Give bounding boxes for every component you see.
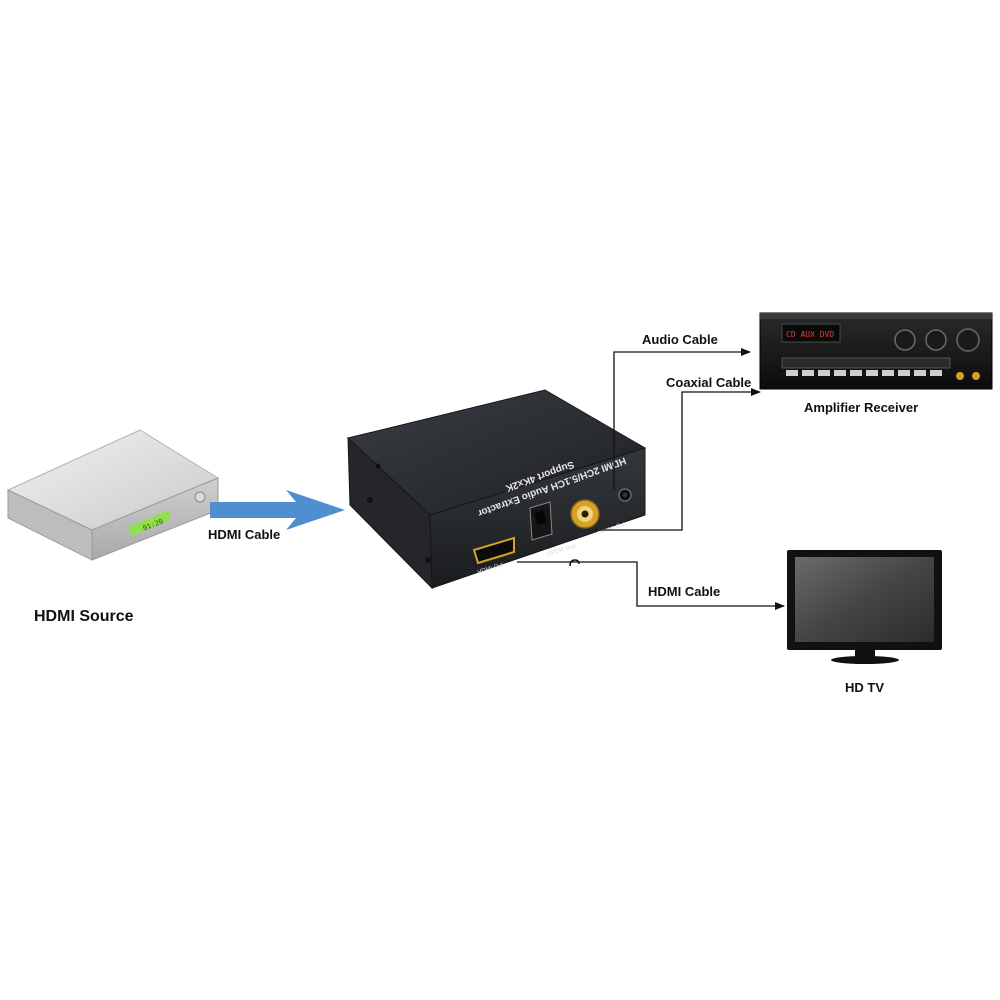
receiver-knob-icon — [894, 328, 980, 352]
hdmi-source-label: HDMI Source — [34, 608, 134, 625]
screw-icon — [367, 497, 373, 503]
amplifier-receiver-label: Amplifier Receiver — [804, 400, 919, 415]
receiver-display-text: CD AUX DVD — [786, 330, 834, 339]
audio-extractor-device: HDMI 2CH/5.1CH Audio Extractor Support 4… — [346, 389, 647, 590]
hdmi-output-cable-line — [517, 561, 785, 610]
receiver-display — [781, 323, 841, 343]
hd-tv-device — [787, 550, 942, 664]
tv-screen — [795, 557, 934, 642]
coaxial-cable-line — [595, 388, 761, 531]
stereo-out-jack — [618, 488, 632, 502]
hd-tv-label: HD TV — [845, 680, 884, 695]
hdmi-out-port — [472, 536, 515, 565]
screw-icon — [375, 463, 381, 469]
coaxial-rca-port — [570, 499, 600, 529]
power-button-icon — [194, 491, 206, 503]
audio-cable-label: Audio Cable — [642, 332, 718, 347]
coaxial-cable-label: Coaxial Cable — [666, 375, 752, 390]
hdmi-source-device: 01:20 — [6, 429, 220, 561]
hdmi-input-cable-label: HDMI Cable — [208, 527, 281, 542]
screw-icon — [425, 557, 431, 563]
cable-hook-icon — [569, 559, 580, 567]
amplifier-receiver-device: CD AUX DVD — [759, 312, 993, 390]
connection-lines — [517, 348, 785, 610]
hdmi-output-cable-label: HDMI Cable — [648, 584, 721, 599]
hdmi-input-arrow — [210, 490, 345, 530]
audio-cable-line — [613, 348, 751, 490]
source-display-panel — [130, 510, 170, 536]
